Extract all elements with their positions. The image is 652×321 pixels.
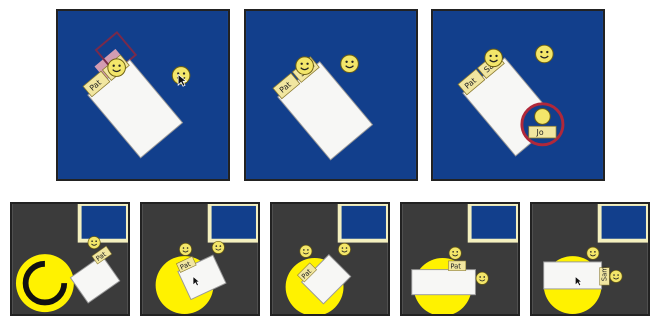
shared-tray[interactable] xyxy=(412,270,476,295)
panel-4-canvas: Pat xyxy=(12,204,128,314)
smiley-icon xyxy=(485,49,503,67)
avatar-label: Jo xyxy=(536,128,544,137)
panel-8: Sam xyxy=(530,202,650,316)
table-corner xyxy=(340,204,388,241)
smiley-icon xyxy=(296,57,314,75)
table-corner xyxy=(80,204,128,241)
panel-3: Pat Sam Jo xyxy=(431,9,605,181)
smiley-icon xyxy=(610,270,622,282)
smiley-icon xyxy=(108,59,126,77)
tab-user-a-label: Pat xyxy=(450,263,461,271)
table-corner xyxy=(470,204,518,241)
shared-tray[interactable] xyxy=(544,262,602,289)
panel-5: Pat xyxy=(140,202,260,316)
panel-7-canvas: Pat xyxy=(402,204,518,314)
panel-6: Pat xyxy=(270,202,390,316)
panel-5-canvas: Pat xyxy=(142,204,258,314)
panel-3-canvas: Pat Sam Jo xyxy=(433,11,603,179)
smiley-icon xyxy=(536,45,554,63)
panel-8-canvas: Sam xyxy=(532,204,648,314)
smiley-icon xyxy=(476,272,488,284)
panel-1: Pat Sam xyxy=(56,9,230,181)
panel-6-canvas: Pat xyxy=(272,204,388,314)
smiley-icon xyxy=(300,245,312,257)
panel-4: Pat xyxy=(10,202,130,316)
panel-1-canvas: Pat Sam xyxy=(58,11,228,179)
tab-user-b-label: Sam xyxy=(600,266,608,281)
smiley-icon xyxy=(212,241,224,253)
smiley-icon xyxy=(341,55,359,73)
panel-2-canvas: Pat Sam xyxy=(246,11,416,179)
smiley-icon xyxy=(587,247,599,259)
smiley-icon xyxy=(179,243,191,255)
user-avatar-icon[interactable]: Jo xyxy=(522,104,563,145)
panel-7: Pat xyxy=(400,202,520,316)
table-corner xyxy=(600,204,648,241)
smiley-icon xyxy=(338,243,350,255)
table-corner xyxy=(210,204,258,241)
panel-2: Pat Sam xyxy=(244,9,418,181)
smiley-icon xyxy=(449,247,461,259)
smiley-icon xyxy=(88,237,100,249)
